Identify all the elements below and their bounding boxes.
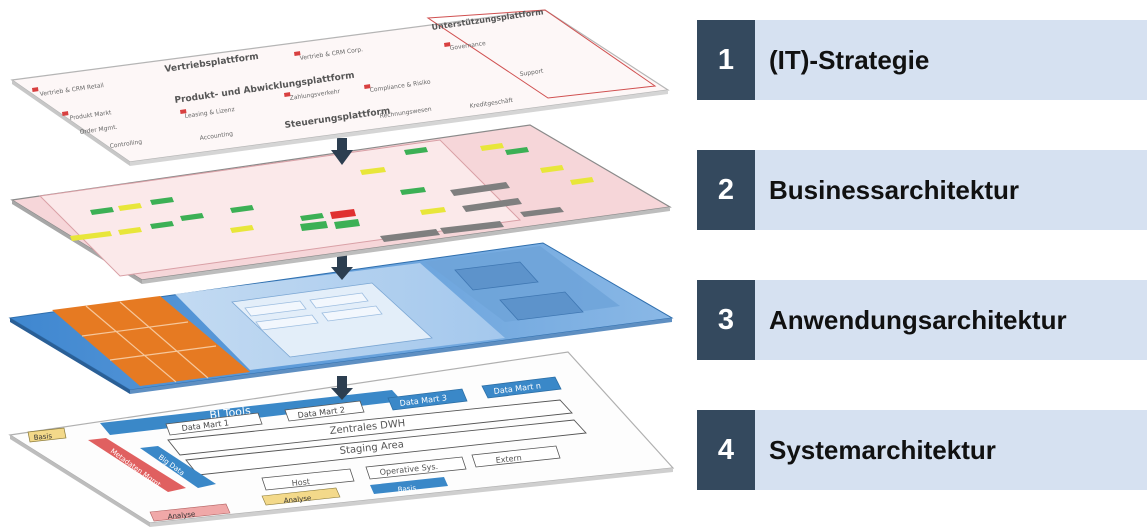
strategy-layer: Vertriebsplattform Produkt- und Abwicklu… bbox=[10, 7, 670, 166]
layer-number: 4 bbox=[697, 410, 755, 490]
bottom-label-3: Basis bbox=[397, 484, 416, 494]
layer-row-business: 2 Businessarchitektur bbox=[697, 150, 1147, 230]
side-label-basis: Basis bbox=[33, 432, 52, 442]
source-host: Host bbox=[291, 477, 310, 488]
layer-label: Systemarchitektur bbox=[755, 410, 1147, 490]
arrow-business-to-application bbox=[331, 255, 353, 280]
bottom-label-2: Analyse bbox=[283, 494, 311, 505]
arrow-application-to-system bbox=[331, 376, 353, 400]
application-layer bbox=[8, 242, 674, 394]
orange-block-grid bbox=[52, 296, 250, 386]
strategy-item-9: Accounting bbox=[199, 130, 233, 142]
bottom-label-1: Analyse bbox=[167, 510, 195, 521]
business-capability-blocks bbox=[90, 143, 594, 235]
source-extern: Extern bbox=[495, 453, 522, 465]
layer-label: Anwendungsarchitektur bbox=[755, 280, 1147, 360]
strategy-item-13: Support bbox=[519, 68, 544, 78]
system-layer: BI Tools Data Mart 1 Data Mart 2 Data Ma… bbox=[8, 351, 675, 527]
layer-number: 1 bbox=[697, 20, 755, 100]
layer-row-system: 4 Systemarchitektur bbox=[697, 410, 1147, 490]
architecture-layer-stack: BI Tools Data Mart 1 Data Mart 2 Data Ma… bbox=[8, 7, 675, 527]
arrow-strategy-to-business bbox=[331, 138, 353, 165]
business-layer bbox=[10, 124, 672, 284]
layer-label: Businessarchitektur bbox=[755, 150, 1147, 230]
layer-label: (IT)-Strategie bbox=[755, 20, 1147, 100]
layer-row-application: 3 Anwendungsarchitektur bbox=[697, 280, 1147, 360]
layer-number: 2 bbox=[697, 150, 755, 230]
layer-number: 3 bbox=[697, 280, 755, 360]
layer-row-strategy: 1 (IT)-Strategie bbox=[697, 20, 1147, 100]
strategy-item-8: Controlling bbox=[109, 138, 142, 150]
